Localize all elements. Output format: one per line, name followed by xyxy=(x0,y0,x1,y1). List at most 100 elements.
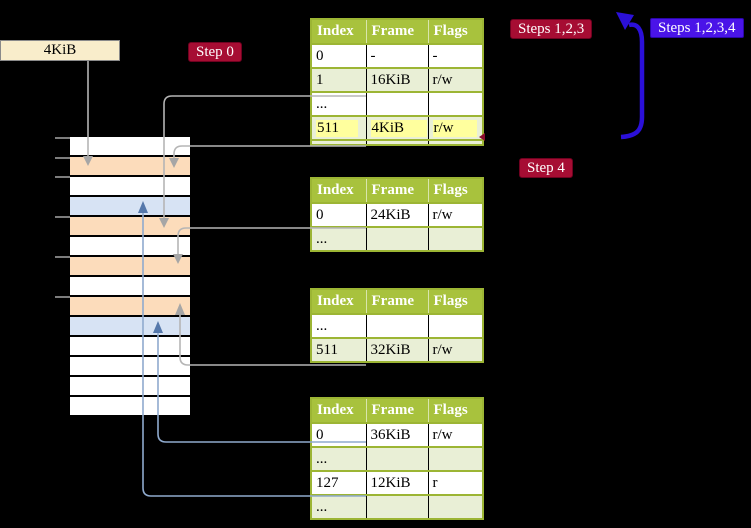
memory-frame-row-blue xyxy=(70,317,190,335)
table-cell: 0 xyxy=(311,422,366,447)
memory-frame-row-white xyxy=(70,397,190,415)
memory-frame-row-peach xyxy=(70,257,190,275)
steps1234-label: Steps 1,2,3,4 xyxy=(650,18,744,38)
steps-loop-arrow xyxy=(620,22,645,140)
table-row: ... xyxy=(311,446,483,471)
table-cell xyxy=(365,91,428,116)
highlighted-value: r/w xyxy=(432,119,477,137)
memory-tick xyxy=(55,157,70,159)
memory-tick xyxy=(55,216,70,218)
table-row: ... xyxy=(311,313,483,338)
column-header: Index xyxy=(310,288,367,315)
table-cell: 511 xyxy=(311,115,366,140)
table-cell: ... xyxy=(311,91,366,116)
table-cell xyxy=(427,313,483,338)
table-cell xyxy=(427,139,483,145)
table-row: ... xyxy=(311,226,483,251)
memory-frame-row-white xyxy=(70,357,190,375)
table-cell: r/w xyxy=(427,422,483,447)
memory-tick xyxy=(55,137,70,139)
table-cell xyxy=(365,313,428,338)
memory-tick xyxy=(55,296,70,298)
memory-frame-row-peach xyxy=(70,217,190,235)
table-row: ... xyxy=(311,494,483,519)
memory-frame-row-peach xyxy=(70,157,190,175)
table-cell: ... xyxy=(311,313,366,338)
column-header: Index xyxy=(310,177,367,204)
column-header: Frame xyxy=(365,177,429,204)
table-cell xyxy=(311,139,366,145)
memory-frame-row-white xyxy=(70,237,190,255)
table-cell: 24KiB xyxy=(365,202,428,227)
frame-size-label: 4KiB xyxy=(0,40,120,61)
step0-label: Step 0 xyxy=(188,42,242,62)
column-header: Flags xyxy=(427,18,484,45)
column-header: Frame xyxy=(365,288,429,315)
memory-frame-row-white xyxy=(70,137,190,155)
table-cell: ... xyxy=(311,446,366,471)
table-cell: 16KiB xyxy=(365,67,428,92)
memory-frame-row-white xyxy=(70,377,190,395)
column-header: Index xyxy=(310,18,367,45)
table-cell: r/w xyxy=(427,337,483,362)
table-cell: 36KiB xyxy=(365,422,428,447)
table-cell: 0 xyxy=(311,43,366,68)
table-cell xyxy=(365,494,428,519)
highlighted-value: 511 xyxy=(316,119,358,137)
table-cell: r/w xyxy=(427,202,483,227)
table-cell: ... xyxy=(311,226,366,251)
step4-label: Step 4 xyxy=(519,158,573,178)
table-cell xyxy=(427,226,483,251)
column-header: Flags xyxy=(427,177,484,204)
table-cell: 127 xyxy=(311,470,366,495)
table-row: 0-- xyxy=(311,43,483,68)
table-cell xyxy=(365,446,428,471)
table-cell xyxy=(427,91,483,116)
table-cell xyxy=(427,494,483,519)
connector-t1-row511-to-frame xyxy=(173,145,366,158)
table-cell: 1 xyxy=(311,67,366,92)
steps123-label: Steps 1,2,3 xyxy=(510,19,593,39)
column-header: Frame xyxy=(365,18,429,45)
table-cell: - xyxy=(365,43,428,68)
table-cell xyxy=(365,226,428,251)
table-cell: 12KiB xyxy=(365,470,428,495)
physical-memory-column xyxy=(70,137,190,417)
table-cell xyxy=(365,139,428,145)
arrowhead-upleft-icon xyxy=(616,12,634,30)
table-cell xyxy=(427,446,483,471)
memory-tick xyxy=(55,256,70,258)
table-cell: 4KiB xyxy=(365,115,428,140)
table-cell: 32KiB xyxy=(365,337,428,362)
table-row: 511 4KiB r/w xyxy=(311,115,483,140)
memory-frame-row-white xyxy=(70,337,190,355)
table-cell: r xyxy=(427,470,483,495)
highlighted-value: 4KiB xyxy=(370,119,427,137)
table-cell: r/w xyxy=(427,115,483,140)
column-header: Index xyxy=(310,397,367,424)
memory-frame-row-peach xyxy=(70,297,190,315)
table-cell: ... xyxy=(311,494,366,519)
memory-frame-row-blue xyxy=(70,197,190,215)
column-header: Frame xyxy=(365,397,429,424)
table-cell: - xyxy=(427,43,483,68)
column-header: Flags xyxy=(427,397,484,424)
table-row: ... xyxy=(311,91,483,116)
table-cell: r/w xyxy=(427,67,483,92)
memory-frame-row-white xyxy=(70,177,190,195)
memory-tick xyxy=(55,176,70,178)
column-header: Flags xyxy=(427,288,484,315)
